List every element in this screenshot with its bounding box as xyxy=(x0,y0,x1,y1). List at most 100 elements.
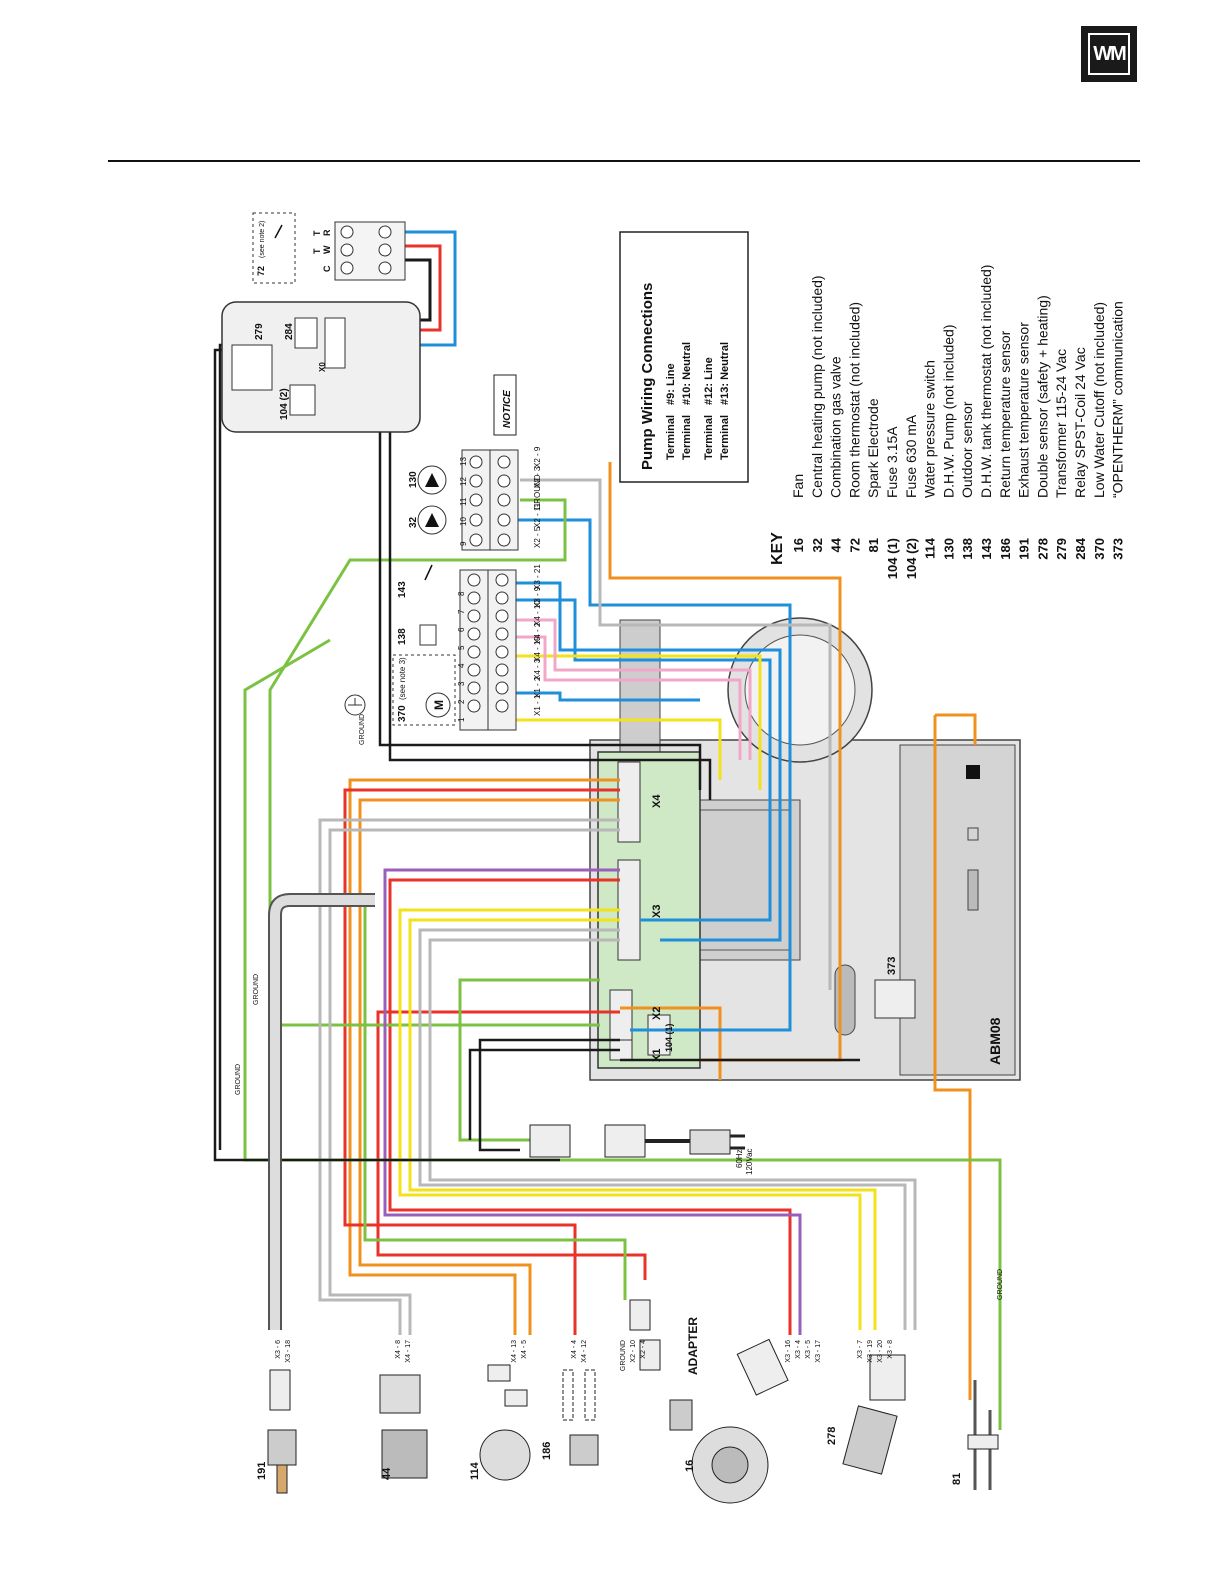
svg-text:6: 6 xyxy=(457,627,466,632)
key-item-number: 278 xyxy=(1035,538,1050,560)
key-item-description: Fuse 3.15A xyxy=(884,426,900,498)
connector-x4 xyxy=(617,761,641,843)
key-title: KEY xyxy=(769,532,786,565)
header-rule xyxy=(108,160,1140,162)
motor-m-label: M xyxy=(432,700,446,710)
wire-label-x2-3: X2 - 3 xyxy=(533,466,542,488)
svg-text:8: 8 xyxy=(457,591,466,596)
component-number: 114 xyxy=(469,1461,481,1480)
key-item-number: 138 xyxy=(960,538,975,560)
transformer-279 xyxy=(221,301,421,433)
wire-label-x4-10: X4 - 10 xyxy=(533,600,542,626)
key-item-number: 72 xyxy=(847,538,862,552)
svg-text:11: 11 xyxy=(459,497,468,506)
svg-text:Terminal#12: Line: Terminal#12: Line xyxy=(703,357,715,460)
notice-label: NOTICE xyxy=(502,390,513,428)
ground-label-c: GROUND xyxy=(253,974,260,1005)
left-strip-items: 370 (see note 3) 138 143 M xyxy=(397,581,446,722)
component-wire-tag: X3 - 18 xyxy=(285,1340,292,1363)
terminal-numbers-left: 1 2 3 4 5 6 7 8 xyxy=(457,591,466,722)
terminal-screw xyxy=(495,627,509,641)
key-item-description: Return temperature sensor xyxy=(997,330,1013,498)
key-item-number: 16 xyxy=(791,538,806,552)
wire-label-x1-2: X1 - 2 xyxy=(533,676,542,698)
component-44-shape xyxy=(379,1374,428,1479)
adapter-label: ADAPTER xyxy=(686,1317,700,1375)
key-item-description: Water pressure switch xyxy=(922,360,938,498)
svg-text:Terminal#9: Line: Terminal#9: Line xyxy=(665,363,677,460)
svg-text:Terminal#13: Neutral: Terminal#13: Neutral xyxy=(719,342,731,460)
key-item-number: 114 xyxy=(923,537,938,559)
board-abm08-label: ABM08 xyxy=(987,1017,1003,1065)
key-item-number: 191 xyxy=(1017,538,1032,560)
key-item-number: 143 xyxy=(979,538,994,560)
terminal-screw xyxy=(467,645,481,659)
misc-labels: 120Vac 60Hz GROUND GROUND GROUND GROUND … xyxy=(235,714,1004,1375)
thermostat-note: (see note 2) xyxy=(259,221,266,258)
svg-text:10: 10 xyxy=(459,517,468,526)
thermostat-72-label: 72 xyxy=(256,266,266,276)
pump-box-title: Pump Wiring Connections xyxy=(639,283,656,470)
component-wire-tag: X3 - 20 xyxy=(877,1340,884,1363)
key-item-number: 186 xyxy=(998,538,1013,560)
key-item-number: 279 xyxy=(1054,538,1069,560)
fan-housing xyxy=(619,617,873,763)
component-wire-tag: X3 - 4 xyxy=(795,1340,802,1359)
component-186-shape xyxy=(562,1369,599,1466)
component-number: 186 xyxy=(541,1442,553,1460)
component-number: 191 xyxy=(256,1462,268,1480)
wire-label-x2-9: X2 - 9 xyxy=(533,446,542,468)
terminal-screw xyxy=(467,609,481,623)
svg-text:7: 7 xyxy=(457,609,466,614)
key-item-description: Room thermostat (not included) xyxy=(846,302,862,498)
key-item-number: 104 (2) xyxy=(904,538,919,579)
terminal-screw xyxy=(495,681,509,695)
pump-numbers: 32 130 xyxy=(408,471,419,528)
component-number: 16 xyxy=(684,1460,696,1472)
terminal-screw xyxy=(495,591,509,605)
wire-label-x4-2: X4 - 2 xyxy=(533,622,542,644)
relay-284-label: 284 xyxy=(284,323,295,340)
pump-130-label: 130 xyxy=(408,471,419,488)
component-wire-tag: X3 - 5 xyxy=(805,1340,812,1359)
terminal-screw xyxy=(495,573,509,587)
power-120vac: 120Vac xyxy=(745,1148,754,1175)
transformer-279-label: 279 xyxy=(254,323,265,340)
svg-text:T: T xyxy=(312,230,322,236)
key-item-description: D.H.W. Pump (not included) xyxy=(940,324,956,498)
terminal-screw xyxy=(467,681,481,695)
component-114-shape xyxy=(479,1364,531,1481)
pump-wiring-box xyxy=(619,231,749,483)
component-wire-tag: X4 - 4 xyxy=(571,1340,578,1359)
key-item-number: 370 xyxy=(1092,538,1107,560)
component-number: 81 xyxy=(951,1473,963,1485)
component-wire-tag: X3 - 7 xyxy=(857,1340,864,1359)
component-wire-tag: X4 - 8 xyxy=(395,1340,402,1359)
component-191-shape xyxy=(267,1369,297,1494)
svg-text:W: W xyxy=(322,245,332,254)
key-item-description: Double sensor (safety + heating) xyxy=(1034,295,1050,498)
terminal-screw xyxy=(467,663,481,677)
key-item-number: 130 xyxy=(941,538,956,560)
fuse-104-1-label: 104 (1) xyxy=(664,1023,674,1052)
sensor-138-label: 138 xyxy=(397,628,408,645)
x1-label: X1 xyxy=(651,1049,663,1062)
terminal-screw xyxy=(495,645,509,659)
connector-x3 xyxy=(617,859,641,961)
x4-label: X4 xyxy=(651,794,663,808)
key-item-number: 81 xyxy=(866,538,881,552)
x2-label: X2 xyxy=(651,1007,663,1020)
svg-text:2: 2 xyxy=(457,699,466,704)
component-wire-tag: X4 - 17 xyxy=(405,1340,412,1363)
component-wire-tag: X4 - 12 xyxy=(581,1340,588,1363)
wire-label-x2-5: X2 - 5 xyxy=(533,526,542,548)
component-wire-tag: X2 - 4 xyxy=(640,1340,647,1359)
connector-x2 xyxy=(609,989,633,1041)
ground-label-a: GROUND xyxy=(359,714,366,745)
svg-text:R: R xyxy=(322,229,332,236)
terminal-screw xyxy=(495,699,509,713)
ground-label-b: GROUND xyxy=(235,1064,242,1095)
component-wire-tag: X4 - 5 xyxy=(521,1340,528,1359)
component-number: 44 xyxy=(381,1467,393,1480)
